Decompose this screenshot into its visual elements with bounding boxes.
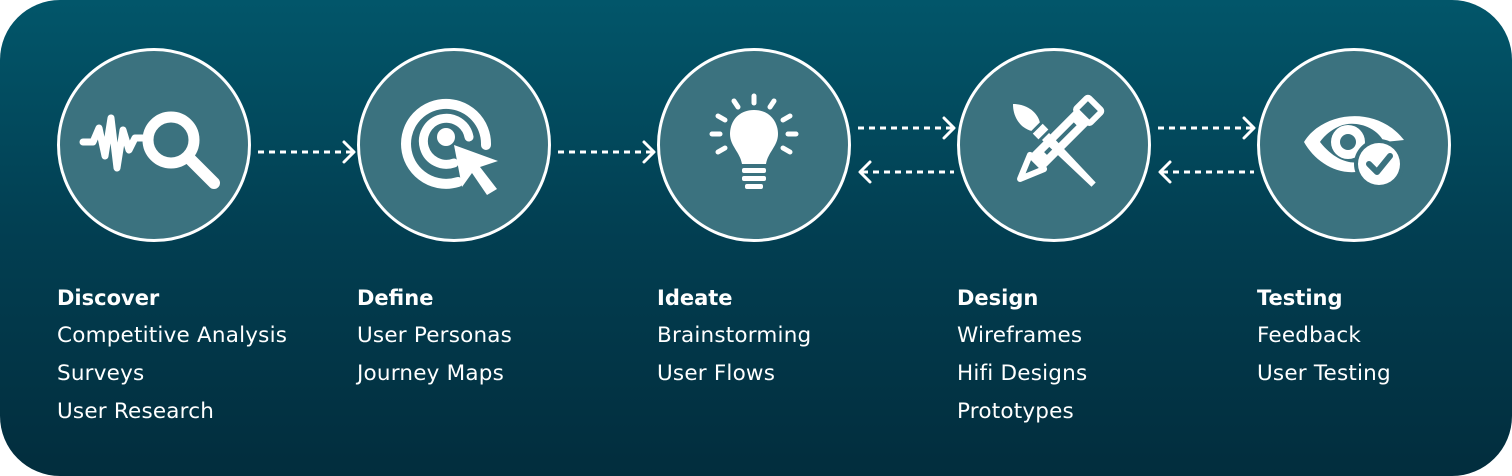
- stage-circle-testing: [1257, 48, 1451, 242]
- stage-item: Brainstorming: [657, 323, 812, 348]
- stage-title: Define: [357, 286, 434, 310]
- stage-item: Feedback: [1257, 323, 1361, 348]
- stage-item: Surveys: [57, 361, 145, 386]
- stage-label-ideate: Ideate Brainstorming User Flows: [657, 282, 947, 393]
- stage-label-design: Design Wireframes Hifi Designs Prototype…: [957, 282, 1247, 431]
- stage-circle-ideate: [657, 48, 851, 242]
- stage-item: Hifi Designs: [957, 361, 1088, 386]
- waveform-search-icon: [79, 111, 220, 189]
- stage-item: User Testing: [1257, 361, 1391, 386]
- lightbulb-icon: [709, 93, 799, 189]
- stage-label-define: Define User Personas Journey Maps: [357, 282, 647, 393]
- stage-circle-discover: [57, 48, 251, 242]
- stage-item: Prototypes: [957, 399, 1074, 424]
- stage-title: Testing: [1257, 286, 1343, 310]
- pen-brush-icon: [1012, 94, 1105, 187]
- stage-item: Journey Maps: [357, 361, 504, 386]
- stage-item: User Research: [57, 399, 215, 424]
- stage-item: User Personas: [357, 323, 513, 348]
- target-cursor-icon: [401, 98, 498, 195]
- stage-label-discover: Discover Competitive Analysis Surveys Us…: [57, 282, 347, 431]
- stage-item: Wireframes: [957, 323, 1083, 348]
- arrow-ideate-design-bidirectional: [858, 116, 956, 184]
- stage-title: Design: [957, 286, 1039, 310]
- stage-title: Ideate: [657, 286, 733, 310]
- arrow-define-to-ideate: [558, 140, 656, 164]
- arrow-discover-to-define: [258, 140, 356, 164]
- stage-circle-define: [357, 48, 551, 242]
- stage-title: Discover: [57, 286, 160, 310]
- stage-item: User Flows: [657, 361, 776, 386]
- stage-label-testing: Testing Feedback User Testing: [1257, 282, 1497, 393]
- stage-item: Competitive Analysis: [57, 323, 288, 348]
- stage-circle-design: [957, 48, 1151, 242]
- arrow-design-testing-bidirectional: [1158, 116, 1256, 184]
- eye-check-icon: [1304, 116, 1404, 189]
